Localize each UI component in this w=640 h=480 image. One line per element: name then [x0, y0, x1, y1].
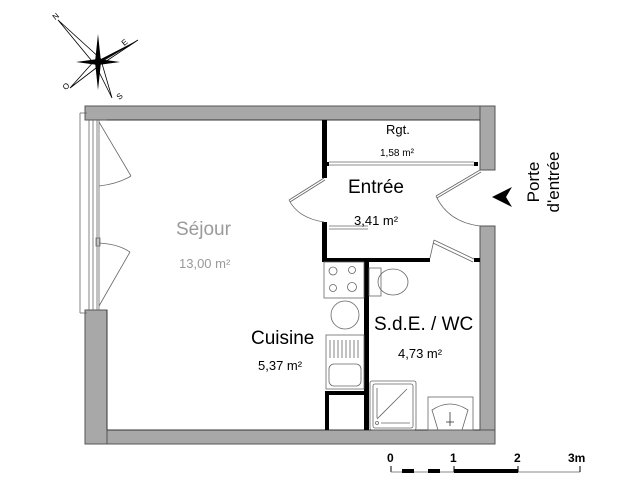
cooktop-icon	[323, 261, 365, 299]
shower-icon	[369, 380, 417, 431]
scale-tick-0: 0	[387, 451, 394, 465]
scale-bar	[390, 466, 581, 473]
door-sejour-entree	[288, 177, 326, 223]
room-cuisine-name: Cuisine	[251, 328, 315, 349]
scale-tick-2: 2	[514, 451, 521, 465]
room-sde-wc-area: 4,73 m²	[398, 346, 443, 361]
room-sde-wc-name: S.d.E. / WC	[374, 314, 474, 335]
kitchen-appliance-icon	[330, 300, 360, 330]
interior-walls	[322, 120, 480, 430]
entrance-label: Porte d'entrée	[524, 142, 564, 222]
toilet-icon	[368, 267, 409, 297]
room-sejour-name: Séjour	[176, 219, 231, 240]
rgt-sliding-door	[329, 161, 474, 166]
entrance-label-line2: d'entrée	[544, 151, 563, 213]
door-sde	[429, 239, 475, 263]
scale-tick-1: 1	[450, 451, 457, 465]
room-cuisine-area: 5,37 m²	[258, 358, 303, 373]
front-door	[435, 169, 482, 227]
entrance-arrow-icon	[492, 187, 512, 207]
washbasin-icon	[427, 396, 474, 431]
scale-tick-3m: 3m	[568, 451, 586, 465]
room-rgt-name: Rgt.	[386, 122, 410, 137]
kitchen-sink-icon	[325, 334, 365, 390]
compass-rose-icon	[57, 19, 139, 99]
room-entree-area: 3,41 m²	[354, 213, 399, 228]
room-sejour-area: 13,00 m²	[179, 256, 231, 271]
entrance-label-line1: Porte	[524, 161, 543, 203]
exterior-walls	[84, 105, 496, 445]
room-entree-name: Entrée	[348, 177, 404, 198]
window-sejour	[79, 112, 132, 314]
room-rgt-area: 1,58 m²	[380, 148, 414, 159]
